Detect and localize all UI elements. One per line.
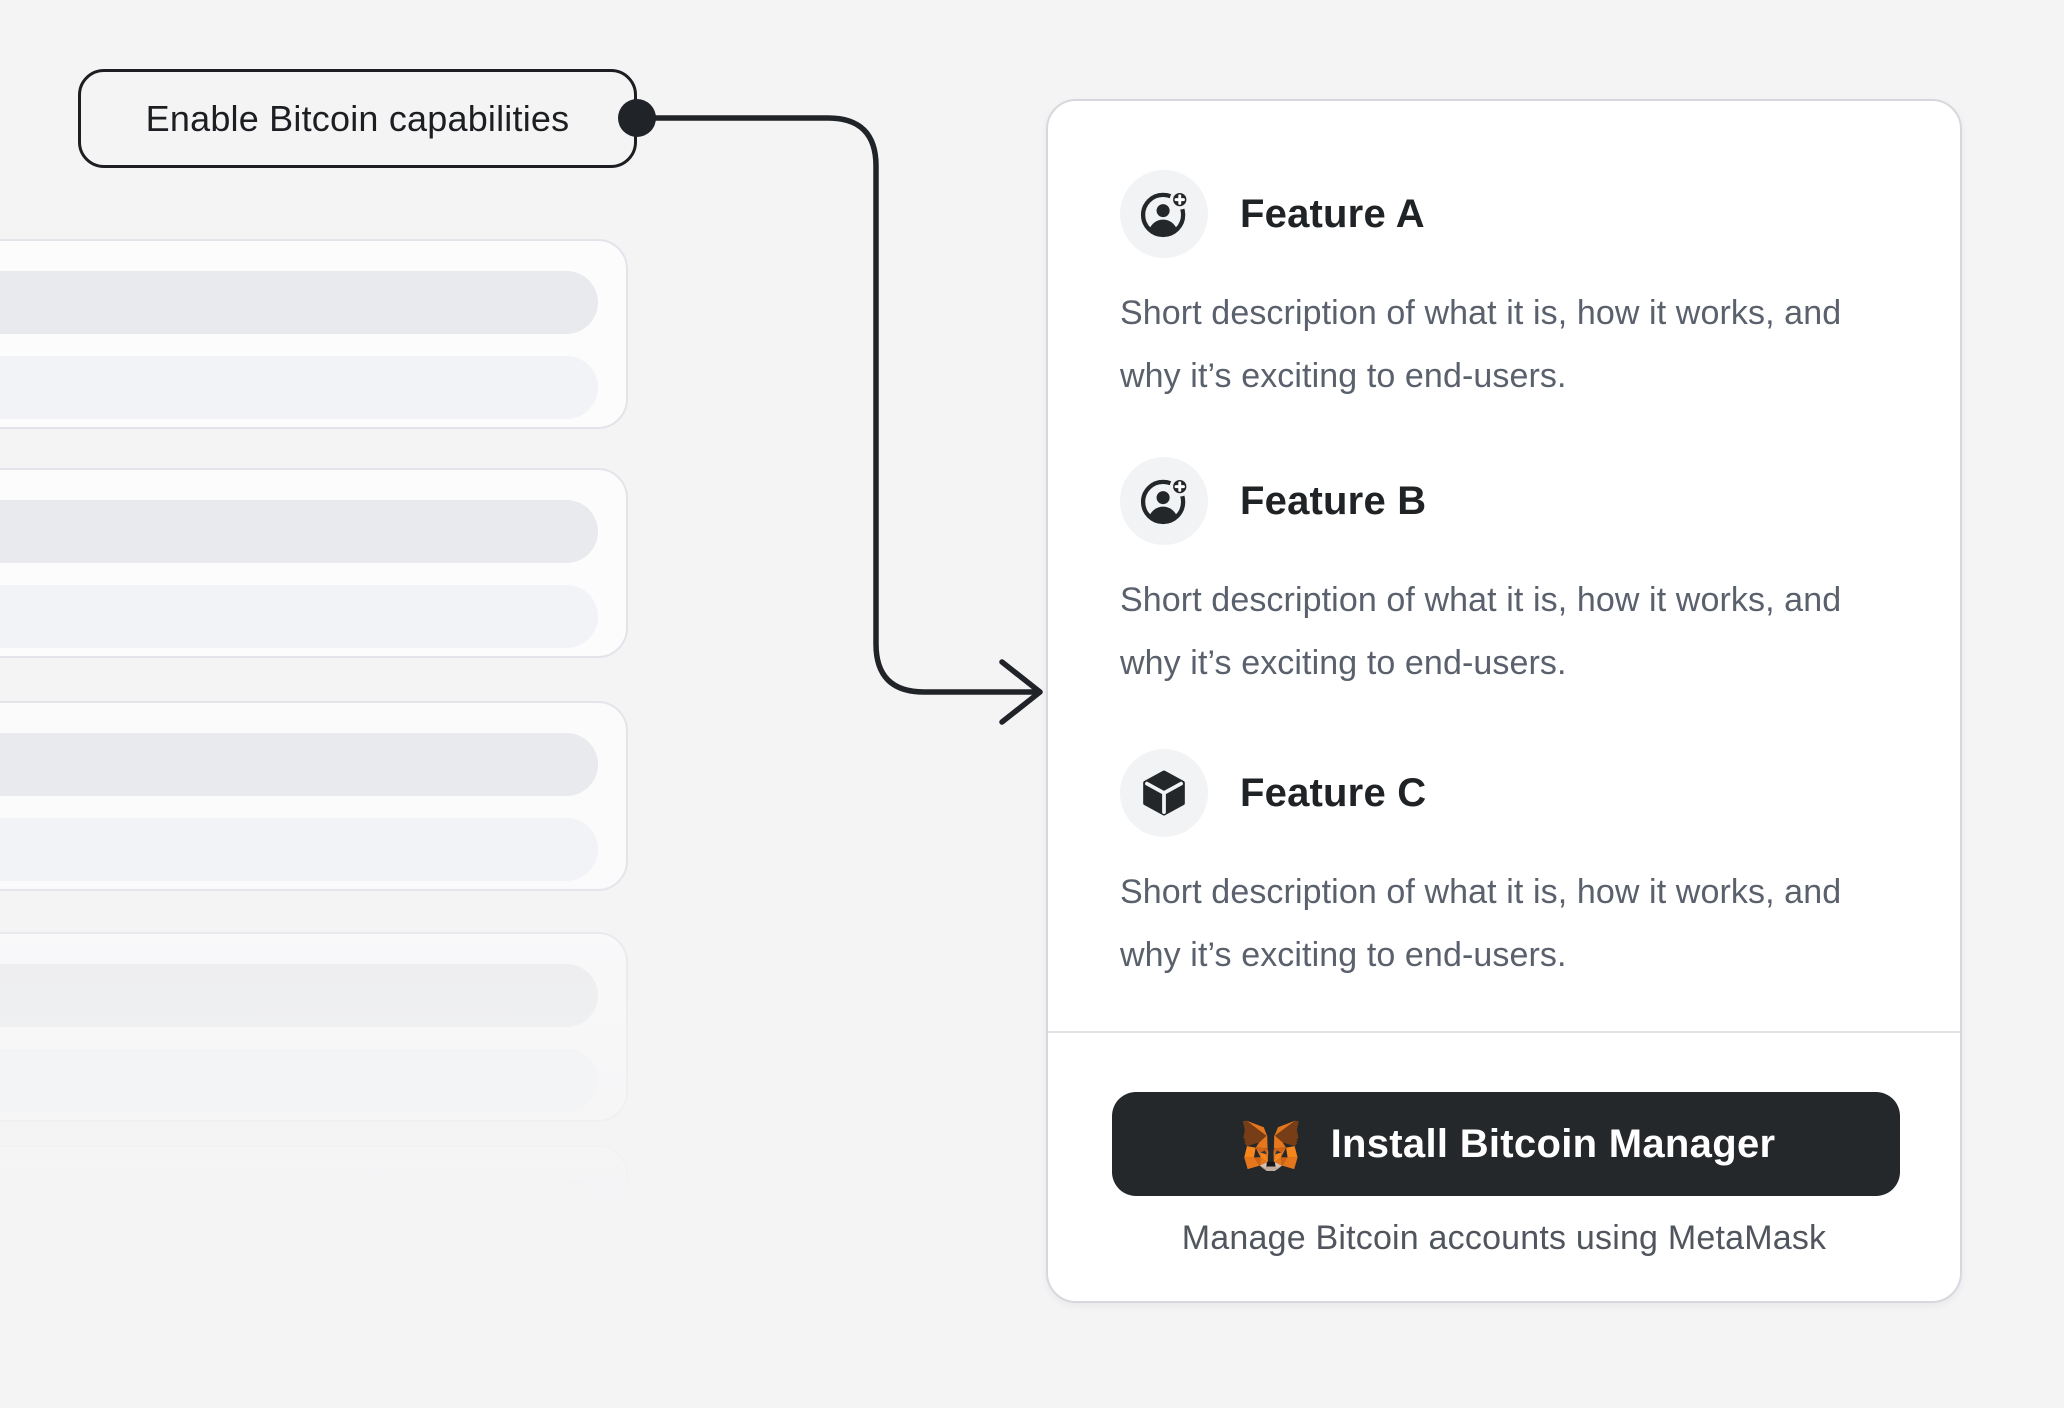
card-divider xyxy=(1048,1031,1960,1033)
skeleton-bar xyxy=(0,818,598,881)
install-button-label: Install Bitcoin Manager xyxy=(1330,1121,1776,1166)
metamask-fox-icon xyxy=(1242,1120,1299,1171)
skeleton-bar xyxy=(0,964,598,1027)
feature-item-a: Feature A Short description of what it i… xyxy=(1120,170,1892,408)
skeleton-bar xyxy=(0,1177,598,1240)
feature-title: Feature B xyxy=(1240,479,1427,523)
skeleton-bar xyxy=(0,733,598,796)
feature-title: Feature A xyxy=(1240,192,1425,236)
skeleton-card xyxy=(0,932,628,1122)
skeleton-card xyxy=(0,701,628,891)
card-caption: Manage Bitcoin accounts using MetaMask xyxy=(1181,1219,1827,1257)
skeleton-card xyxy=(0,468,628,658)
feature-item-c: Feature C Short description of what it i… xyxy=(1120,749,1892,987)
feature-description: Short description of what it is, how it … xyxy=(1120,581,1842,682)
feature-b-icon-circle xyxy=(1120,457,1208,545)
user-add-icon xyxy=(1140,189,1190,238)
feature-title: Feature C xyxy=(1240,771,1427,815)
features-card: Feature A Short description of what it i… xyxy=(1046,99,1962,1303)
user-add-icon xyxy=(1140,476,1190,525)
feature-item-b: Feature B Short description of what it i… xyxy=(1120,457,1892,695)
skeleton-bar xyxy=(0,356,598,419)
skeleton-bar xyxy=(0,1049,598,1112)
feature-description: Short description of what it is, how it … xyxy=(1120,294,1842,395)
skeleton-column xyxy=(0,0,760,1408)
callout-label: Enable Bitcoin capabilities xyxy=(78,69,637,168)
feature-a-icon-circle xyxy=(1120,170,1208,258)
skeleton-bar xyxy=(0,1262,598,1325)
skeleton-card xyxy=(0,1145,628,1335)
skeleton-bar xyxy=(0,500,598,563)
install-bitcoin-manager-button[interactable]: Install Bitcoin Manager xyxy=(1112,1092,1900,1196)
callout-label-text: Enable Bitcoin capabilities xyxy=(145,97,570,139)
cube-icon xyxy=(1143,770,1185,816)
skeleton-bar xyxy=(0,585,598,648)
skeleton-bar xyxy=(0,271,598,334)
skeleton-card xyxy=(0,239,628,429)
feature-c-icon-circle xyxy=(1120,749,1208,837)
feature-description: Short description of what it is, how it … xyxy=(1120,873,1842,974)
